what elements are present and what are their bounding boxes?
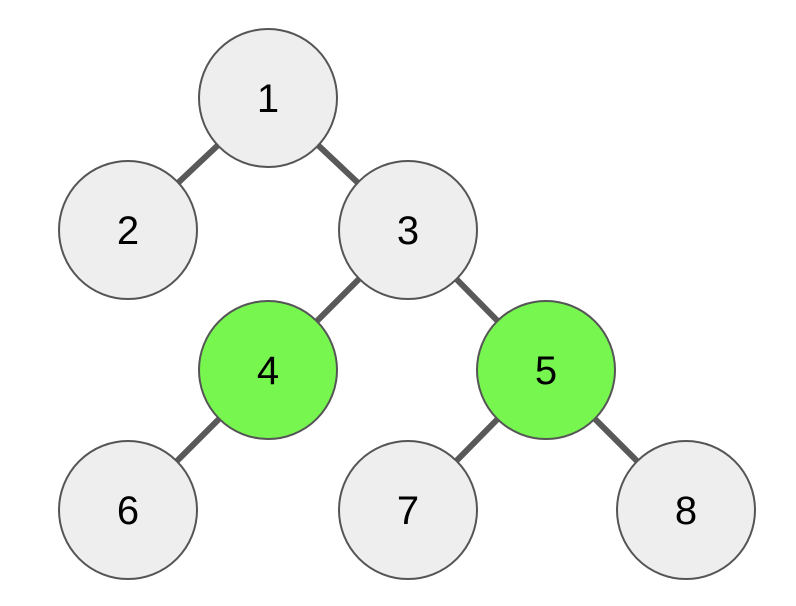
node-label: 7 [397,489,419,533]
tree-node-4: 4 [198,300,338,440]
tree-node-3: 3 [338,160,478,300]
node-circle [198,28,338,168]
node-circle [616,440,756,580]
node-label: 4 [257,349,279,393]
node-label: 5 [535,349,557,393]
tree-node-2: 2 [58,160,198,300]
tree-node-6: 6 [58,440,198,580]
node-label: 6 [117,489,139,533]
tree-node-5: 5 [476,300,616,440]
node-label: 3 [397,209,419,253]
tree-node-8: 8 [616,440,756,580]
node-label: 8 [675,489,697,533]
nodes-layer: 1 2 3 4 5 6 7 8 [58,28,756,580]
node-circle [338,440,478,580]
node-circle [198,300,338,440]
node-circle [338,160,478,300]
node-label: 1 [257,77,279,121]
tree-node-1: 1 [198,28,338,168]
node-circle [476,300,616,440]
tree-node-7: 7 [338,440,478,580]
node-circle [58,160,198,300]
node-circle [58,440,198,580]
node-label: 2 [117,209,139,253]
